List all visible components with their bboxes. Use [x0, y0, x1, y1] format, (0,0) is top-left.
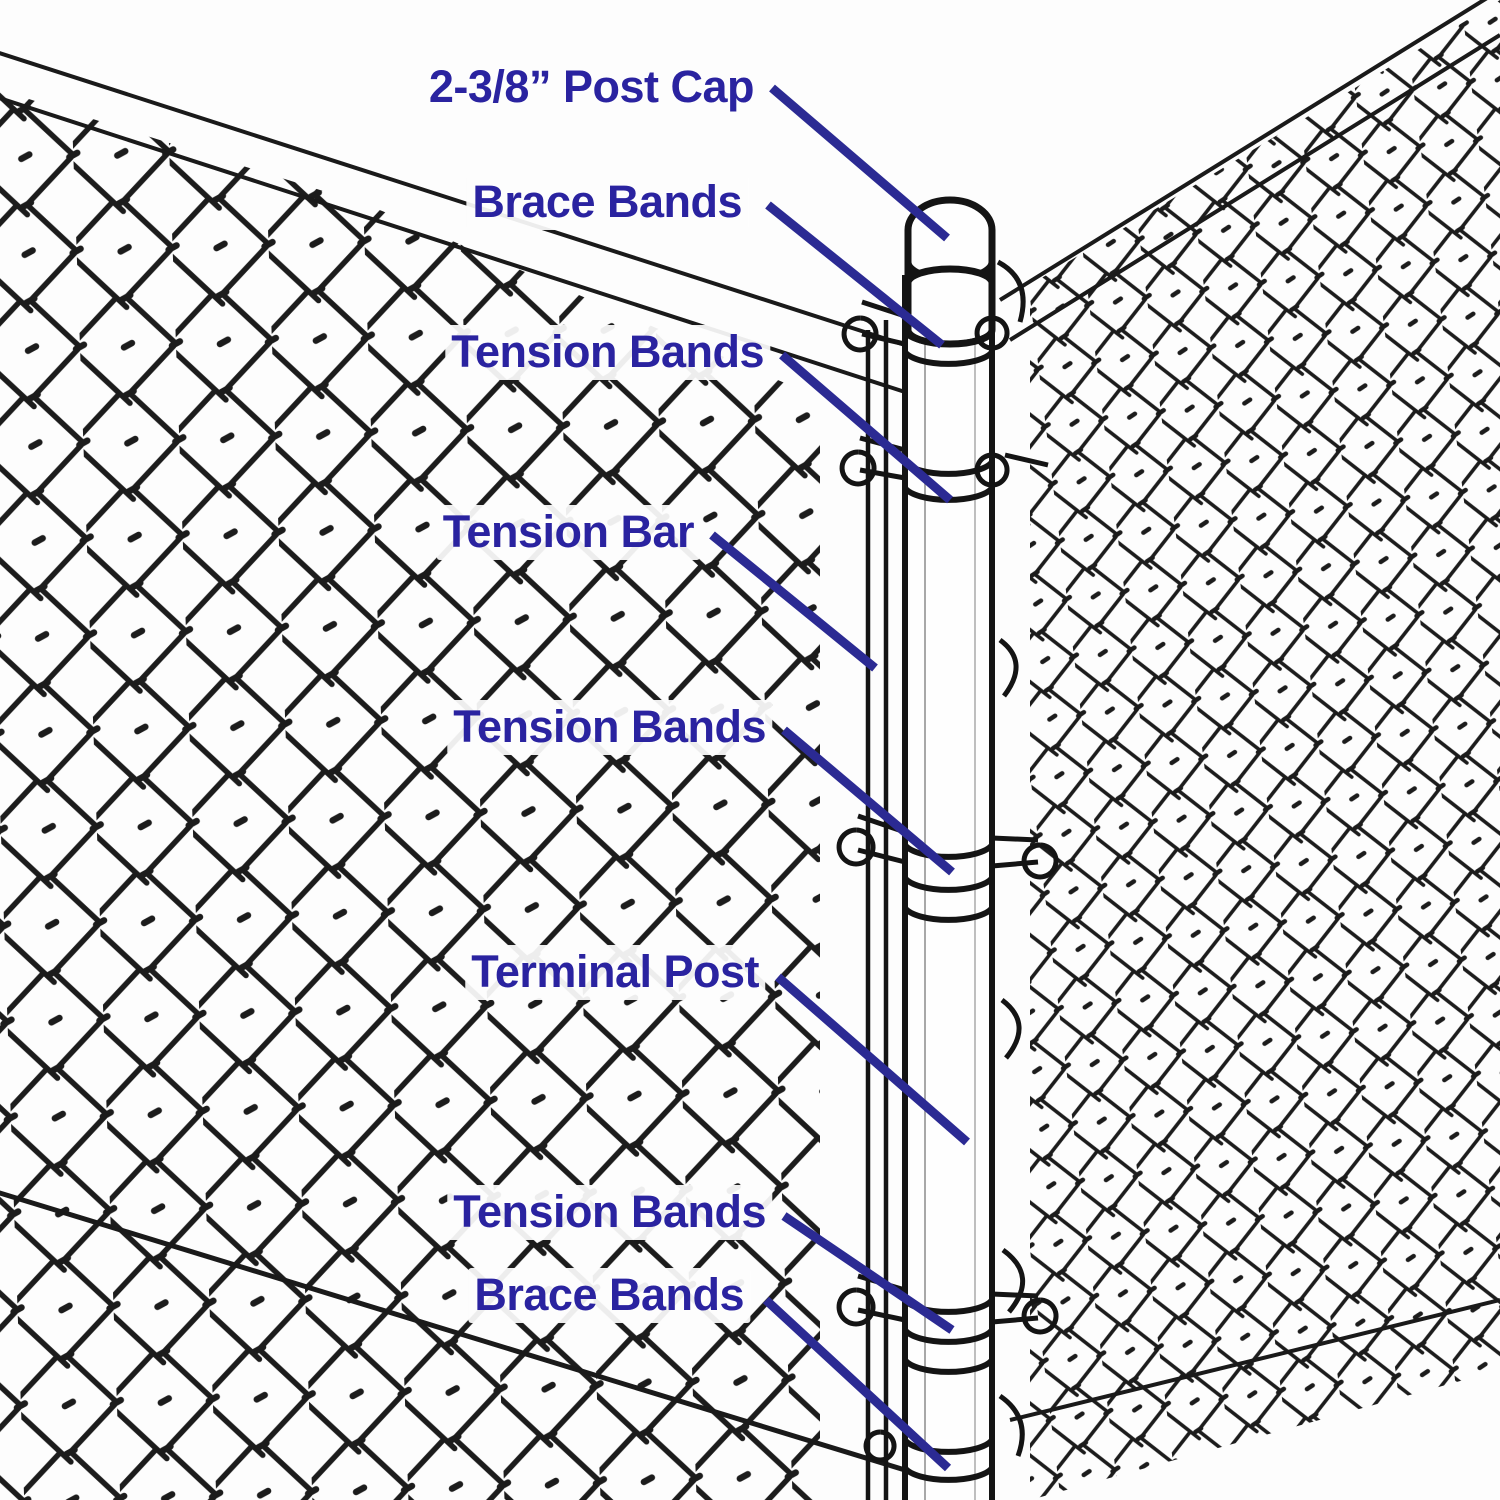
tension-bar: [865, 320, 889, 1500]
label-tension-bands-upper: Tension Bands: [445, 325, 770, 380]
label-tension-bands-lower: Tension Bands: [447, 1185, 772, 1240]
label-brace-bands-bottom: Brace Bands: [468, 1268, 750, 1323]
leader-line-brace-bands-top: [765, 201, 945, 349]
leader-line-tension-bands-2: [781, 726, 955, 876]
brace-band-bottom: [863, 1393, 1025, 1483]
label-terminal-post: Terminal Post: [465, 945, 765, 1000]
chain-link-mesh-right: [1030, 0, 1500, 1500]
label-brace-bands-top: Brace Bands: [466, 175, 748, 230]
leader-line-tension-bands-3: [781, 1212, 955, 1334]
top-rail-right: [998, 0, 1500, 342]
label-tension-bar: Tension Bar: [436, 505, 700, 560]
leader-line-tension-bands-1: [779, 351, 953, 504]
tension-band-group-middle: [836, 813, 1059, 923]
fence-ties-right: [998, 637, 1025, 1314]
leader-lines: [709, 84, 970, 1472]
label-post-cap: 2-3/8” Post Cap: [422, 60, 760, 115]
leader-line-tension-bar: [709, 531, 878, 672]
leader-line-post-cap: [769, 84, 950, 242]
label-tension-bands-middle: Tension Bands: [447, 700, 772, 755]
leader-line-brace-bands-bot: [762, 1296, 952, 1472]
tension-wire-right: [1009, 1298, 1500, 1422]
post-cap: [904, 196, 996, 348]
tension-wire-left: [0, 1190, 906, 1473]
leader-line-terminal-post: [775, 973, 970, 1146]
